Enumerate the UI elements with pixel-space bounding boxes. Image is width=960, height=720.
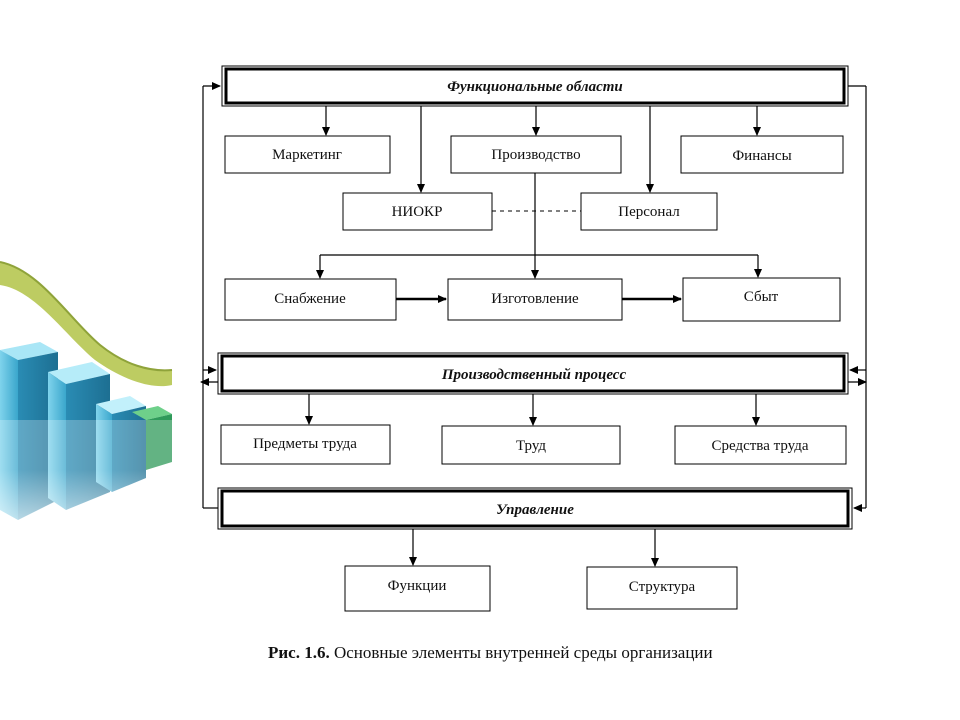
box-manufacturing: Изготовление: [447, 278, 623, 321]
box-manufacturing-label: Изготовление: [491, 291, 579, 307]
header-production-process-label: Производственный процесс: [441, 367, 627, 383]
header-functional-areas: Функциональные области: [221, 65, 849, 107]
box-objects-of-labor: Предметы труда: [220, 424, 391, 465]
box-means-of-labor-label: Средства труда: [712, 438, 809, 454]
box-functions-label: Функции: [388, 578, 447, 594]
header-management-label: Управление: [496, 502, 574, 518]
figure-caption-number: Рис. 1.6.: [268, 643, 330, 662]
box-finance-label: Финансы: [732, 148, 791, 164]
box-labor: Труд: [441, 425, 621, 465]
box-sales-label: Сбыт: [744, 289, 779, 305]
box-marketing: Маркетинг: [224, 135, 391, 174]
box-structure-label: Структура: [629, 579, 696, 595]
box-personnel-label: Персонал: [618, 204, 680, 220]
figure-caption-text: Основные элементы внутренней среды орган…: [334, 643, 713, 662]
header-functional-areas-label: Функциональные области: [447, 79, 623, 95]
box-production: Производство: [450, 135, 622, 174]
box-sales: Сбыт: [682, 277, 841, 322]
box-functions: Функции: [344, 565, 491, 612]
decorative-bar-graphic: [0, 261, 175, 560]
box-personnel: Персонал: [580, 192, 718, 231]
box-labor-label: Труд: [516, 438, 546, 454]
box-supply-label: Снабжение: [274, 291, 346, 307]
connectors: [200, 82, 867, 567]
header-management: Управление: [217, 487, 853, 530]
box-rnd-label: НИОКР: [392, 204, 443, 220]
box-objects-of-labor-label: Предметы труда: [253, 436, 357, 452]
figure-caption: Рис. 1.6. Основные элементы внутренней с…: [268, 643, 713, 662]
box-production-label: Производство: [491, 147, 580, 163]
box-means-of-labor: Средства труда: [674, 425, 847, 465]
box-marketing-label: Маркетинг: [272, 147, 342, 163]
header-production-process: Производственный процесс: [217, 352, 849, 395]
box-finance: Финансы: [680, 135, 844, 174]
box-rnd: НИОКР: [342, 192, 493, 231]
box-structure: Структура: [586, 566, 738, 610]
box-supply: Снабжение: [224, 278, 397, 321]
